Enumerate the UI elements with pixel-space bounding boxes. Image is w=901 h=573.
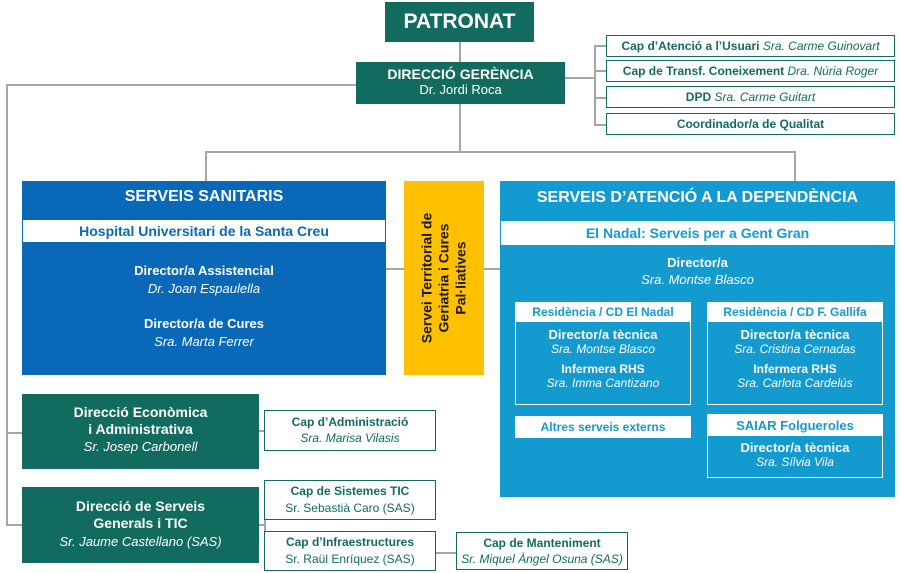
director-cures-person: Sra. Marta Ferrer	[154, 334, 254, 349]
side-person: Sra. Carme Guinovart	[762, 39, 880, 53]
direccio-sg-person: Sr. Jaume Castellano (SAS)	[59, 534, 222, 549]
saiar-box: SAIAR Folgueroles Director/a tècnica Sra…	[707, 414, 883, 478]
servei-territorial-label: Servei Territorial de Geriatria i Cures …	[418, 212, 469, 344]
side-role: Cap de Transf. Coneixement	[622, 64, 785, 78]
serveis-sanitaris-title: SERVEIS SANITARIS	[124, 188, 284, 205]
cap-manteniment-box: Cap de Manteniment Sr. Miquel Àngel Osun…	[456, 532, 628, 570]
connector-horizontal-top	[205, 151, 795, 153]
connector-economica-admin	[259, 430, 265, 432]
residencia-gallifa-box: Residència / CD F. Gallifa Director/a tè…	[707, 302, 883, 405]
direccio-gerencia-box: DIRECCIÓ GERÈNCIA Dr. Jordi Roca	[356, 62, 565, 104]
servei-territorial-box: Servei Territorial de Geriatria i Cures …	[404, 181, 484, 375]
serveis-dependencia-box: SERVEIS D’ATENCIÓ A LA DEPENDÈNCIA El Na…	[500, 181, 895, 497]
serveis-sanitaris-box: SERVEIS SANITARIS Hospital Universitari …	[22, 181, 386, 375]
connector-spine-serveis-generals	[6, 524, 22, 526]
connector-side-vertical	[594, 45, 596, 125]
cap-administracio-box: Cap d’Administració Sra. Marisa Vilasis	[264, 410, 436, 451]
side-role: Coordinador/a de Qualitat	[676, 117, 825, 131]
patronat-box: PATRONAT	[385, 2, 534, 42]
director-cures-role: Director/a de Cures	[144, 316, 264, 331]
connector-sg-right	[259, 524, 265, 526]
cap-manteniment-person: Sr. Miquel Àngel Osuna (SAS)	[461, 552, 623, 566]
direccio-economica-box: Direcció Econòmica i Administrativa Sr. …	[22, 394, 259, 469]
cap-sistemes-box: Cap de Sistemes TIC Sr. Sebastià Caro (S…	[264, 480, 436, 520]
altres-serveis-label: Altres serveis externs	[540, 420, 666, 434]
side-role: Cap d’Atenció a l’Usuari	[621, 39, 760, 53]
cap-sistemes-role: Cap de Sistemes TIC	[290, 484, 410, 498]
connector-gerencia-side	[564, 77, 594, 79]
hospital-label: Hospital Universitari de la Santa Creu	[23, 220, 385, 242]
cap-manteniment-role: Cap de Manteniment	[483, 536, 601, 550]
connector-sanitaris-territorial	[386, 268, 404, 270]
connector-gerencia-left	[6, 84, 358, 86]
connector-side-1	[594, 45, 606, 47]
connector-sg-vertical	[264, 499, 266, 546]
cap-sistemes-person: Sr. Sebastià Caro (SAS)	[285, 501, 415, 515]
cap-infraestructures-role: Cap d’Infraestructures	[285, 535, 415, 549]
connector-left-spine	[6, 84, 8, 526]
direccio-gerencia-title: DIRECCIÓ GERÈNCIA	[387, 66, 534, 82]
direccio-sg-title-1: Direcció de Serveis	[75, 498, 206, 514]
direccio-sg-title-2: Generals i TIC	[93, 515, 188, 531]
direccio-economica-title-1: Direcció Econòmica	[73, 404, 208, 420]
side-person: Sra. Carme Guitart	[714, 90, 816, 104]
cap-administracio-role: Cap d’Administració	[291, 415, 409, 429]
saiar-head: SAIAR Folgueroles	[708, 415, 882, 436]
director-assistencial-person: Dr. Joan Espaulella	[147, 281, 261, 296]
saiar-person: Sra. Sílvia Vila	[756, 455, 834, 469]
direccio-gerencia-person: Dr. Jordi Roca	[419, 82, 502, 97]
connector-side-4	[594, 124, 606, 126]
connector-infra-manteniment	[433, 552, 457, 554]
connector-gerencia-down	[459, 104, 461, 152]
connector-territorial-dependencia	[484, 268, 500, 270]
connector-side-3	[594, 97, 606, 99]
residencia-nadal-inf-person: Sra. Imma Cantizano	[546, 376, 660, 390]
cap-administracio-person: Sra. Marisa Vilasis	[300, 431, 400, 445]
connector-spine-economica	[6, 432, 22, 434]
cap-infraestructures-person: Sr. Raül Enríquez (SAS)	[285, 552, 415, 566]
serveis-dependencia-title: SERVEIS D’ATENCIÓ A LA DEPENDÈNCIA	[536, 189, 859, 206]
residencia-nadal-dt-person: Sra. Montse Blasco	[550, 342, 656, 356]
residencia-gallifa-dt-role: Director/a tècnica	[740, 327, 850, 342]
side-role: DPD	[685, 90, 712, 104]
direccio-economica-person: Sr. Josep Carbonell	[83, 439, 198, 454]
side-box-transf-coneixement: Cap de Transf. Coneixement Dra. Núria Ro…	[606, 60, 895, 82]
dependencia-director-role: Director/a	[667, 255, 728, 270]
direccio-economica-title-2: i Administrativa	[88, 421, 193, 437]
residencia-nadal-dt-role: Director/a tècnica	[548, 327, 658, 342]
connector-left-sanitaris	[205, 151, 207, 181]
saiar-role: Director/a tècnica	[740, 440, 850, 455]
side-person: Dra. Núria Roger	[787, 64, 879, 78]
connector-right-dependencia	[794, 151, 796, 181]
side-box-qualitat: Coordinador/a de Qualitat	[606, 113, 895, 135]
patronat-title: PATRONAT	[403, 10, 516, 33]
altres-serveis-box: Altres serveis externs	[515, 416, 691, 438]
direccio-serveis-generals-box: Direcció de Serveis Generals i TIC Sr. J…	[22, 487, 259, 563]
dependencia-director-person: Sra. Montse Blasco	[641, 272, 754, 287]
residencia-nadal-head: Residència / CD El Nadal	[516, 303, 690, 322]
residencia-nadal-inf-role: Infermera RHS	[561, 362, 645, 376]
side-box-dpd: DPD Sra. Carme Guitart	[606, 86, 895, 108]
connector-patronat-gerencia	[459, 42, 461, 62]
side-box-atencio-usuari: Cap d’Atenció a l’Usuari Sra. Carme Guin…	[606, 35, 895, 57]
connector-side-2	[594, 70, 606, 72]
residencia-gallifa-inf-person: Sra. Carlota Cardelús	[737, 376, 853, 390]
residencia-nadal-box: Residència / CD El Nadal Director/a tècn…	[515, 302, 691, 405]
residencia-gallifa-inf-role: Infermera RHS	[753, 362, 837, 376]
residencia-gallifa-head: Residència / CD F. Gallifa	[708, 303, 882, 322]
el-nadal-label: El Nadal: Serveis per a Gent Gran	[501, 221, 894, 245]
cap-infraestructures-box: Cap d’Infraestructures Sr. Raül Enríquez…	[264, 531, 436, 571]
residencia-gallifa-dt-person: Sra. Cristina Cernadas	[734, 342, 856, 356]
director-assistencial-role: Director/a Assistencial	[134, 263, 274, 278]
